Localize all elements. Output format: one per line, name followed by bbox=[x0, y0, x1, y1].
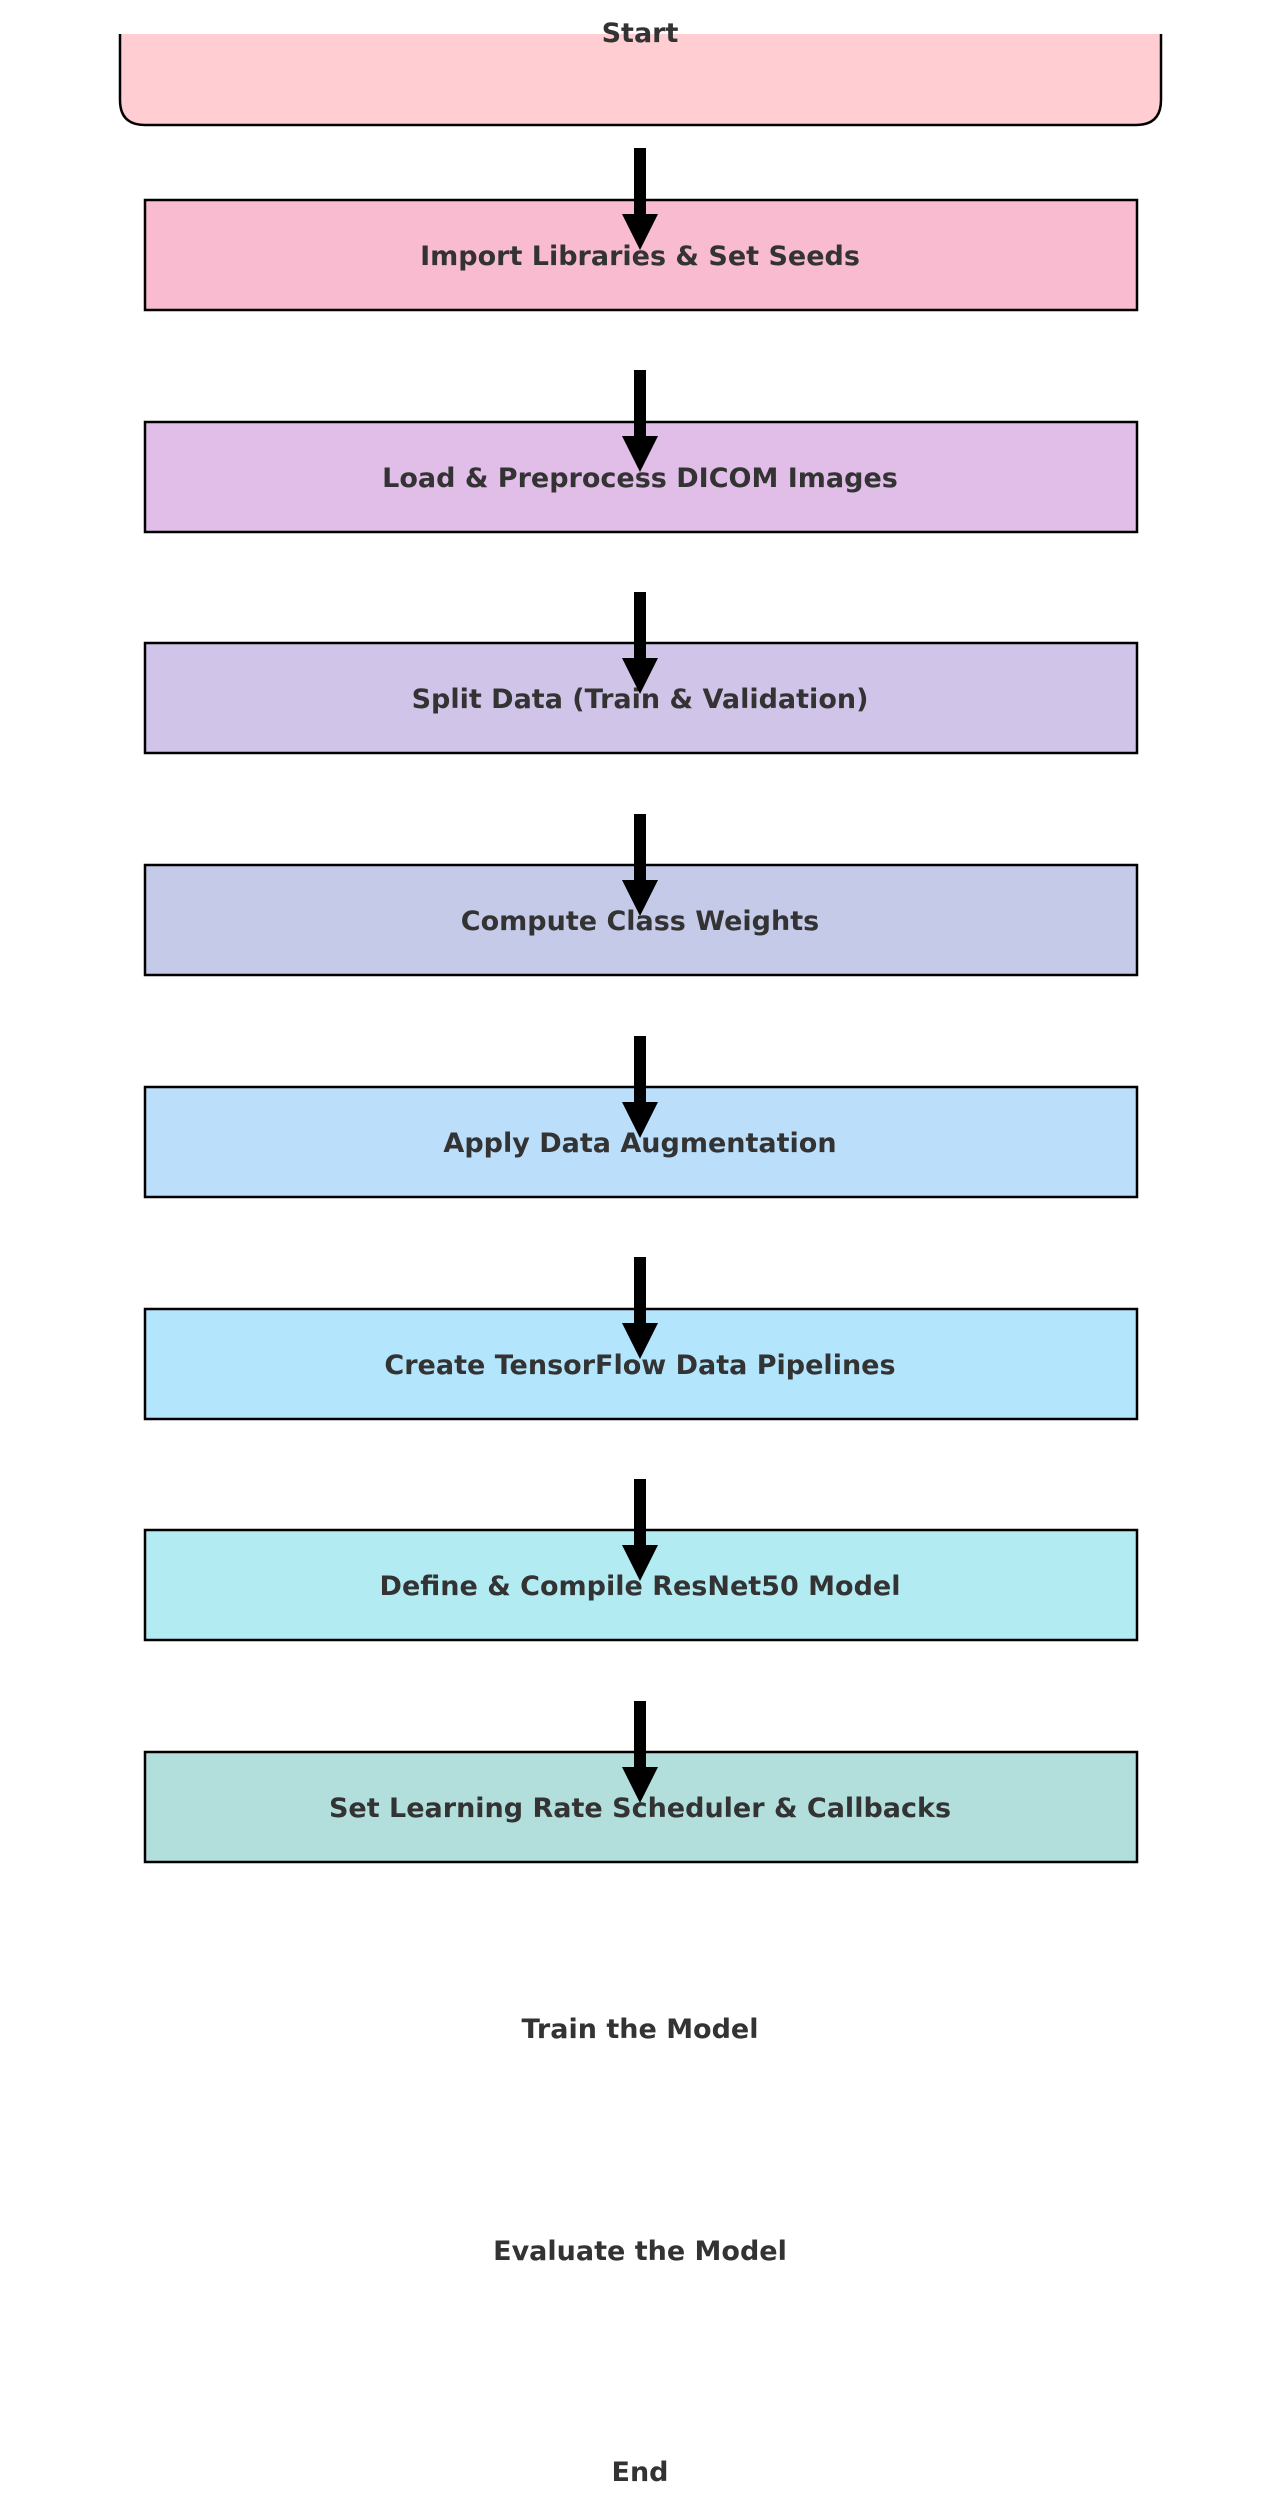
step-node-8: Set Learning Rate Scheduler & Callbacks bbox=[143, 1750, 1139, 1864]
step-box-4 bbox=[143, 863, 1139, 977]
start-node-label: Start bbox=[602, 18, 679, 49]
start-node-shape bbox=[118, 34, 1163, 127]
step-node-4: Compute Class Weights bbox=[143, 863, 1139, 977]
arrow-3 bbox=[622, 592, 658, 694]
arrow-2 bbox=[622, 370, 658, 472]
arrow-6 bbox=[622, 1257, 658, 1359]
step-label-end: End bbox=[612, 2457, 669, 2488]
step-label-train: Train the Model bbox=[521, 2014, 758, 2045]
arrow-7 bbox=[622, 1479, 658, 1581]
arrow-8 bbox=[622, 1701, 658, 1803]
arrow-1 bbox=[622, 148, 658, 250]
step-label-evaluate: Evaluate the Model bbox=[493, 2236, 787, 2267]
start-node: Start bbox=[118, 18, 1163, 127]
arrow-4 bbox=[622, 814, 658, 916]
arrow-5 bbox=[622, 1036, 658, 1138]
arrows bbox=[622, 148, 658, 1803]
